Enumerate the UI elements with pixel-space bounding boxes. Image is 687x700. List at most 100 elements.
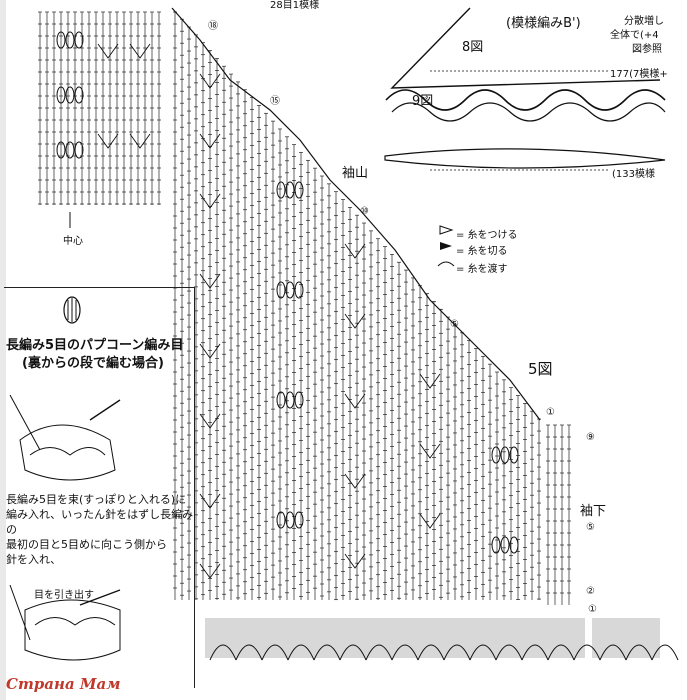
legend-carry-yarn: = 糸を渡す xyxy=(456,264,508,275)
watermark: Страна Мам xyxy=(6,675,121,693)
row-marker-15: ⑮ xyxy=(270,96,280,107)
popcorn-stitch xyxy=(294,391,304,409)
distribution-note-1: 分散増し xyxy=(624,16,664,27)
edging-arch xyxy=(651,644,679,661)
edging-arch xyxy=(365,644,393,661)
v-stitch xyxy=(419,513,441,529)
v-stitch xyxy=(344,243,366,259)
instruction-panel-border xyxy=(4,287,195,688)
popcorn-stitch xyxy=(276,181,286,199)
fig8-triangle-outline xyxy=(390,7,661,89)
edging-arch xyxy=(287,644,315,661)
row-marker-18: ⑱ xyxy=(208,21,218,32)
popcorn-stitch xyxy=(500,536,510,554)
row-marker-1-cap: ① xyxy=(546,407,555,418)
instruction-step-1-line-3: 最初の目と5目めに向こう側から xyxy=(6,538,167,551)
popcorn-stitch xyxy=(276,281,286,299)
instruction-step-1-line-2: 編み入れ、いったん針をはずし長編みの xyxy=(6,508,194,536)
v-stitch xyxy=(344,553,366,569)
center-label: 中心 xyxy=(63,236,83,247)
edging-arch xyxy=(391,644,419,661)
row-marker-2-under: ② xyxy=(586,586,595,597)
popcorn-stitch xyxy=(65,31,75,49)
v-stitch xyxy=(129,43,151,59)
popcorn-stitch xyxy=(65,86,75,104)
v-stitch xyxy=(199,193,221,209)
edging-arch xyxy=(573,644,601,661)
fig8-label: 8図 xyxy=(462,40,484,55)
popcorn-stitch xyxy=(285,181,295,199)
legend-attach-yarn: = 糸をつける xyxy=(456,230,518,241)
popcorn-stitch xyxy=(276,391,286,409)
fig9-wave-outline xyxy=(385,89,666,111)
popcorn-stitch xyxy=(56,86,66,104)
distribution-note-3: 図参照 xyxy=(632,44,662,55)
popcorn-stitch xyxy=(74,31,84,49)
crochet-hook-illustration-1 xyxy=(9,394,121,481)
edging-arch xyxy=(495,644,523,661)
popcorn-stitch xyxy=(294,181,304,199)
popcorn-stitch xyxy=(294,511,304,529)
edging-arch xyxy=(521,644,549,661)
edging-arch xyxy=(599,644,627,661)
fig9-wave-inner xyxy=(391,102,666,122)
v-stitch xyxy=(199,563,221,579)
v-stitch xyxy=(199,273,221,289)
popcorn-stitch xyxy=(285,511,295,529)
popcorn-stitch xyxy=(509,446,519,464)
popcorn-stitch-icon xyxy=(63,296,81,324)
row-marker-10: ⑩ xyxy=(360,206,369,217)
legend-cut-yarn: = 糸を切る xyxy=(456,246,508,257)
v-stitch xyxy=(419,373,441,389)
v-stitch xyxy=(199,133,221,149)
carry-yarn-symbol xyxy=(437,261,455,267)
count-133: (133模様 xyxy=(612,169,655,180)
edging-band-right xyxy=(592,618,660,658)
bottom-edging-chart xyxy=(205,618,679,661)
instruction-title-2: (裏からの段で編む場合) xyxy=(22,356,164,371)
sleeve-cap-shaping-line xyxy=(171,7,541,421)
v-stitch xyxy=(344,393,366,409)
sleeve-cap-chart xyxy=(173,11,541,601)
sleeve-underarm-label: 袖下 xyxy=(580,504,607,519)
row-marker-5: ⑤ xyxy=(450,319,459,330)
v-stitch xyxy=(199,413,221,429)
v-stitch xyxy=(97,43,119,59)
crochet-hook-illustration-2 xyxy=(9,584,121,661)
edging-arch xyxy=(339,644,367,661)
v-stitch xyxy=(199,73,221,89)
popcorn-stitch xyxy=(65,141,75,159)
v-stitch xyxy=(199,343,221,359)
edging-arch xyxy=(547,644,575,661)
popcorn-stitch xyxy=(294,281,304,299)
edging-arch xyxy=(313,644,341,661)
fig5-label: 5図 xyxy=(528,360,553,378)
popcorn-stitch xyxy=(56,141,66,159)
top-stitch-note: 28目1模様 xyxy=(270,0,320,11)
v-stitch xyxy=(344,473,366,489)
popcorn-stitch xyxy=(74,141,84,159)
v-stitch xyxy=(344,313,366,329)
v-stitch xyxy=(419,443,441,459)
center-panel-chart xyxy=(38,11,161,205)
row-marker-5-under: ⑤ xyxy=(586,522,595,533)
v-stitch xyxy=(97,133,119,149)
popcorn-stitch xyxy=(491,536,501,554)
instruction-step-2: 目を引き出す xyxy=(34,590,94,601)
instruction-title-1: 長編み5目のパプコーン編み目 xyxy=(6,338,184,353)
edging-arch xyxy=(209,644,237,661)
popcorn-stitch xyxy=(509,536,519,554)
popcorn-stitch xyxy=(285,281,295,299)
edging-arch xyxy=(417,644,445,661)
v-stitch xyxy=(199,493,221,509)
instruction-step-1-line-4: 針を入れ、 xyxy=(6,553,62,566)
page-binding-edge xyxy=(0,0,6,700)
popcorn-stitch xyxy=(500,446,510,464)
edging-arch xyxy=(443,644,471,661)
popcorn-stitch xyxy=(285,391,295,409)
pattern-title: (模様編みB') xyxy=(506,16,581,31)
popcorn-stitch xyxy=(491,446,501,464)
count-177: 177(7模様+ xyxy=(610,69,668,80)
distribution-note-2: 全体で(+4 xyxy=(610,30,659,41)
